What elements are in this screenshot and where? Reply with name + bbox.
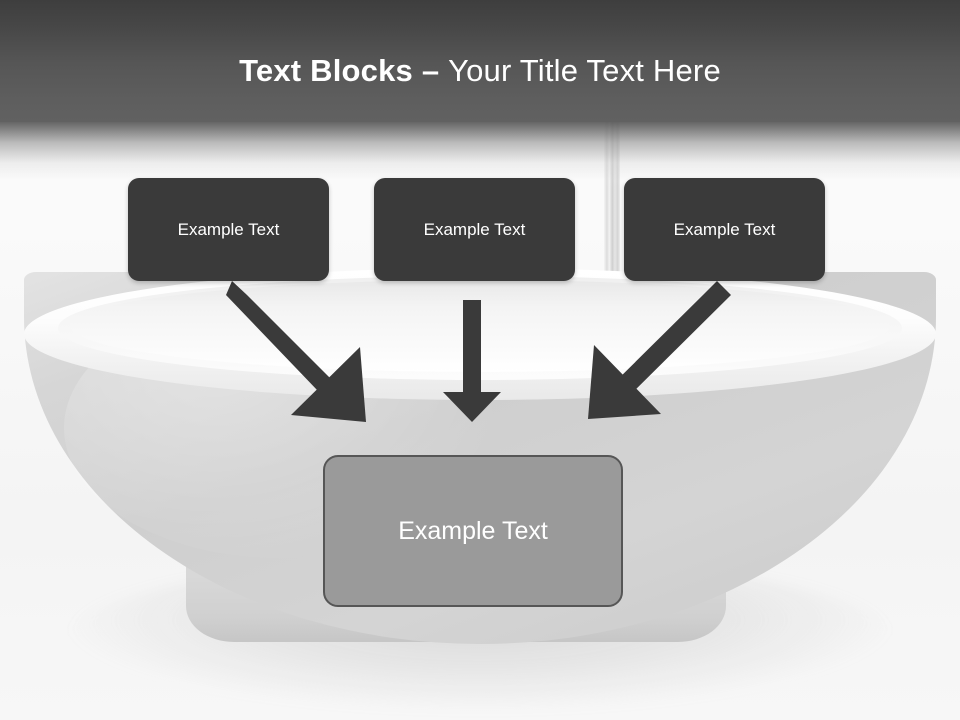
page-title-bold: Text Blocks — [239, 53, 413, 88]
text-block-1[interactable]: Example Text — [128, 178, 329, 281]
page-title-rest: Your Title Text Here — [448, 53, 721, 88]
text-block-3[interactable]: Example Text — [624, 178, 825, 281]
page-title: Text Blocks – Your Title Text Here — [0, 52, 960, 90]
text-block-1-label: Example Text — [177, 219, 280, 239]
text-block-2-label: Example Text — [423, 219, 526, 239]
summary-text-block[interactable]: Example Text — [323, 455, 623, 607]
text-block-2[interactable]: Example Text — [374, 178, 575, 281]
text-block-3-label: Example Text — [673, 219, 776, 239]
page-title-dash: – — [413, 53, 449, 88]
bathtub-inner-edge — [70, 280, 890, 372]
summary-text-block-label: Example Text — [398, 517, 548, 545]
faucet-pole-icon — [604, 118, 620, 290]
header-band — [0, 0, 960, 122]
